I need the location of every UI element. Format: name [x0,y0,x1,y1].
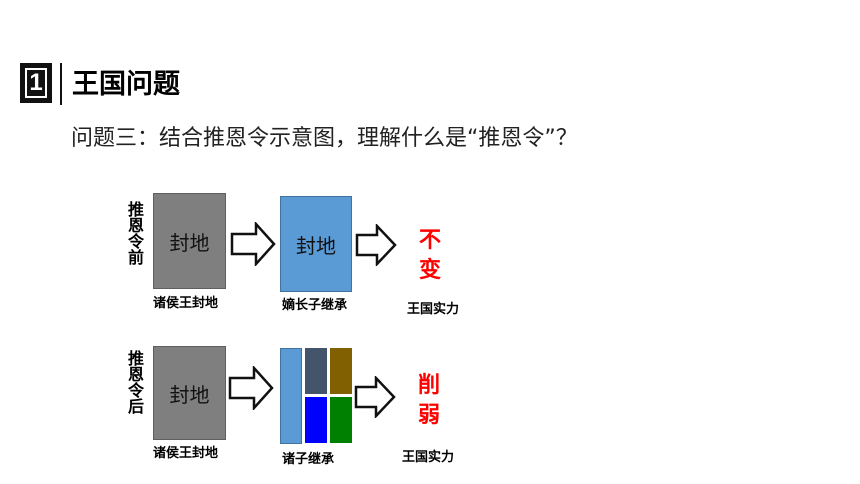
after-result-caption: 王国实力 [402,450,455,465]
after-split-caption: 诸子继承 [282,452,335,467]
before-arrow-1-icon [230,222,276,266]
split-fief-tall [280,348,302,444]
before-fief-label: 封地 [169,230,210,255]
after-fief-label: 封地 [169,382,210,407]
section-number-badge: 1 [20,63,52,103]
after-arrow-1-icon [228,366,274,410]
before-side-label: 推恩令前 [125,201,144,265]
before-fief-box: 封地 [153,193,226,289]
after-arrow-2-icon [354,376,396,418]
question-text: 问题三：结合推恩令示意图，理解什么是“推恩令”？ [71,126,578,151]
section-title: 王国问题 [72,69,180,100]
before-arrow-2-icon [355,224,397,266]
after-side-label: 推恩令后 [125,350,144,414]
before-heir-caption: 嫡长子继承 [282,298,348,313]
header-divider [60,63,62,105]
before-heir-fief-label: 封地 [296,233,336,258]
before-fief-caption: 诸侯王封地 [153,296,219,311]
split-fief-slate [305,348,327,394]
before-result-caption: 王国实力 [407,302,460,317]
before-result: 不变 [418,228,441,283]
split-fief-blue [305,397,327,443]
after-result: 削弱 [417,373,440,428]
after-fief-caption: 诸侯王封地 [153,446,219,461]
split-fief-olive [330,348,352,394]
split-fief-green [330,397,352,443]
before-heir-fief-box: 封地 [280,196,352,292]
section-number: 1 [25,68,47,98]
after-fief-box: 封地 [153,346,226,440]
